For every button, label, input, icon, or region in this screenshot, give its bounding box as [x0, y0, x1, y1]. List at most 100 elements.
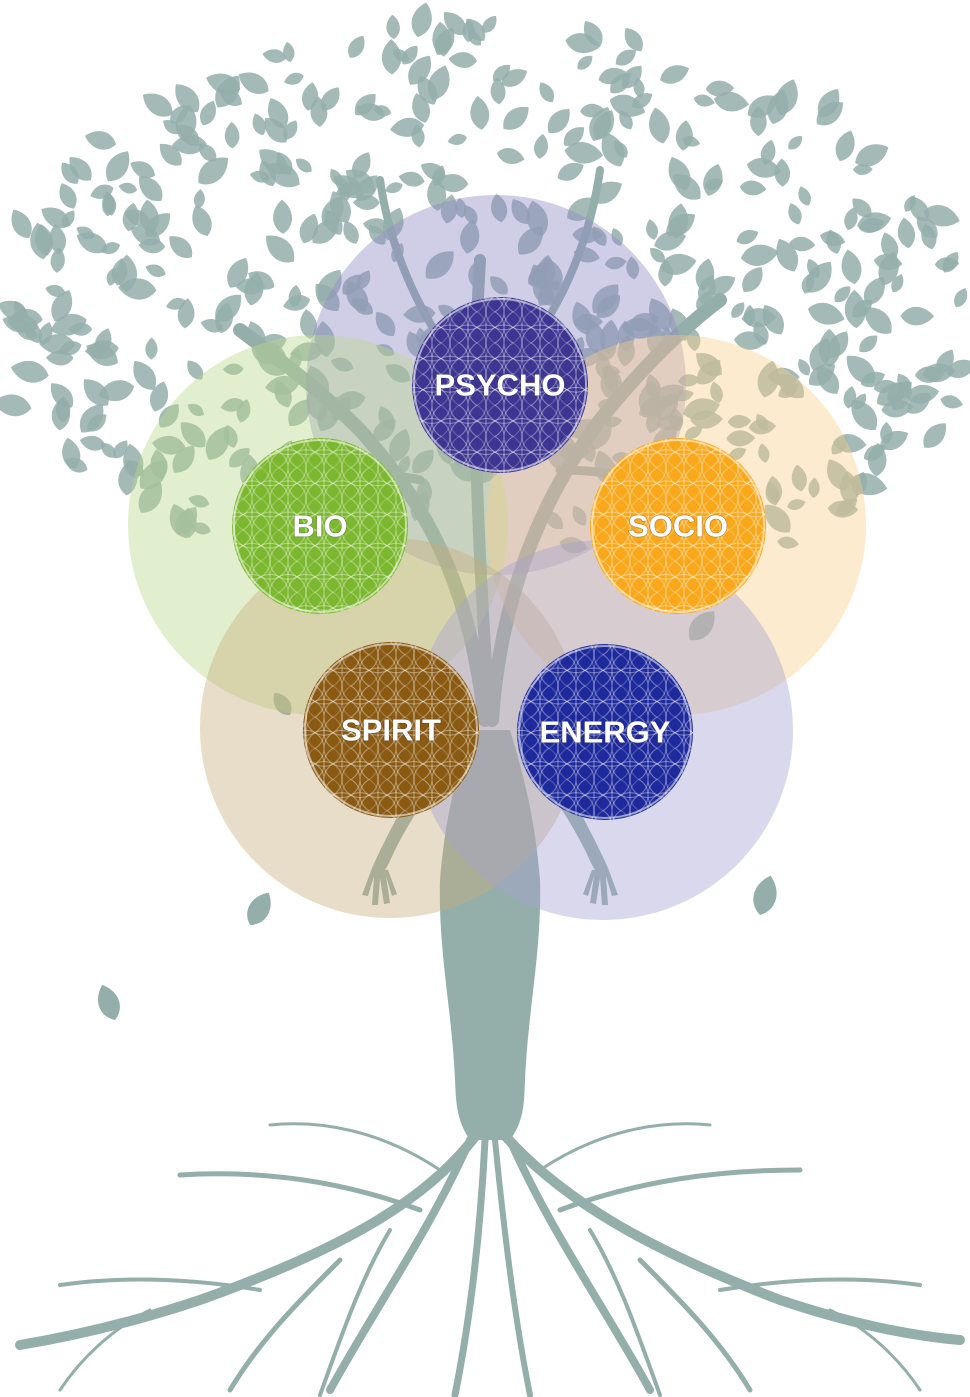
canopy-leaf: [51, 289, 73, 322]
canopy-leaf: [572, 505, 587, 526]
canopy-leaf: [626, 256, 640, 280]
canopy-leaf: [372, 105, 392, 117]
canopy-leaf: [130, 161, 155, 179]
canopy-leaf: [362, 218, 391, 234]
canopy-leaf: [482, 15, 497, 33]
canopy-leaf: [593, 110, 615, 140]
canopy-leaf: [389, 428, 410, 462]
canopy-leaf: [788, 203, 802, 225]
canopy-leaf: [10, 360, 49, 383]
canopy-leaf: [198, 143, 217, 162]
canopy-leaf: [432, 21, 452, 57]
canopy-leaf: [727, 414, 752, 429]
canopy-leaf: [758, 443, 770, 463]
canopy-leaf: [855, 144, 889, 167]
canopy-leaf: [808, 477, 820, 498]
canopy-leaf: [264, 118, 288, 143]
canopy-leaf: [252, 113, 267, 136]
root-branch: [506, 1136, 654, 1394]
canopy-leaf: [150, 449, 168, 480]
canopy-leaf: [690, 410, 723, 429]
canopy-leaf: [756, 414, 769, 431]
canopy-leaf: [236, 399, 251, 423]
canopy-leaf: [330, 168, 343, 186]
canopy-leaf: [809, 363, 835, 386]
canopy-leaf: [145, 213, 171, 238]
canopy-leaf: [776, 238, 799, 272]
canopy-leaf: [633, 77, 645, 98]
canopy-leaf: [412, 93, 431, 123]
canopy-leaf: [299, 213, 319, 244]
canopy-leaf: [190, 522, 211, 535]
canopy-leaf: [64, 457, 88, 473]
canopy-leaf: [265, 376, 300, 395]
canopy-leaf: [674, 390, 694, 402]
canopy-leaf: [678, 374, 701, 387]
canopy-leaf: [563, 127, 584, 147]
canopy-leaf: [317, 269, 342, 302]
canopy-leaf: [592, 226, 607, 246]
canopy-leaf: [266, 235, 295, 263]
canopy-leaf: [411, 124, 425, 148]
canopy-leaf: [138, 481, 163, 513]
canopy-leaf: [757, 360, 779, 398]
canopy-leaf: [852, 198, 872, 218]
canopy-leaf: [547, 108, 570, 134]
canopy-leaf: [259, 149, 288, 175]
canopy-leaf: [881, 232, 899, 261]
canopy-leaf: [891, 387, 912, 410]
canopy-leaf: [873, 379, 896, 393]
root-branch: [492, 1137, 533, 1397]
root-branch: [557, 1167, 803, 1213]
canopy-leaf: [122, 202, 139, 232]
canopy-leaf: [356, 270, 371, 290]
canopy-leaf: [227, 257, 249, 288]
canopy-leaf: [79, 435, 106, 451]
canopy-leaf: [841, 249, 862, 285]
canopy-leaf: [352, 195, 380, 210]
canopy-leaf: [599, 345, 617, 361]
canopy-leaf: [764, 504, 791, 533]
canopy-leaf: [175, 507, 197, 535]
root-branch: [58, 1277, 262, 1292]
canopy-leaf: [348, 35, 365, 58]
canopy-leaf: [658, 259, 673, 287]
canopy-leaf: [273, 199, 293, 234]
canopy-leaf: [511, 199, 530, 224]
canopy-leaf: [215, 302, 233, 334]
canopy-leaf: [580, 103, 605, 118]
canopy-leaf: [463, 205, 478, 224]
canopy-leaf: [300, 309, 317, 340]
canopy-leaf: [351, 298, 373, 315]
canopy-leaf: [455, 197, 467, 218]
canopy-leaf: [118, 461, 138, 496]
canopy-leaf: [501, 69, 528, 87]
canopy-leaf: [392, 49, 409, 62]
canopy-leaf: [288, 399, 311, 426]
tree-roots: [15, 1122, 965, 1397]
canopy-leaf: [750, 106, 767, 136]
canopy-leaf: [660, 65, 690, 84]
canopy-leaf: [283, 41, 295, 63]
node-psycho: PSYCHO: [412, 297, 588, 473]
canopy-leaf: [238, 72, 269, 94]
falling-leaf: [98, 984, 120, 1020]
canopy-leaf: [497, 147, 525, 164]
canopy-leaf: [557, 162, 584, 181]
canopy-leaf: [831, 436, 848, 455]
canopy-leaf: [639, 395, 670, 418]
canopy-leaf: [84, 131, 117, 150]
canopy-leaf: [619, 110, 633, 130]
canopy-leaf: [710, 381, 723, 403]
canopy-leaf: [188, 495, 210, 508]
canopy-leaf: [175, 84, 200, 112]
canopy-leaf: [617, 335, 635, 367]
canopy-leaf: [788, 136, 803, 150]
canopy-leaf: [385, 364, 411, 383]
canopy-leaf: [598, 67, 626, 85]
canopy-leaf: [55, 396, 71, 423]
falling-leaf: [247, 892, 271, 925]
canopy-leaf: [152, 435, 186, 455]
canopy-leaf: [844, 289, 866, 329]
